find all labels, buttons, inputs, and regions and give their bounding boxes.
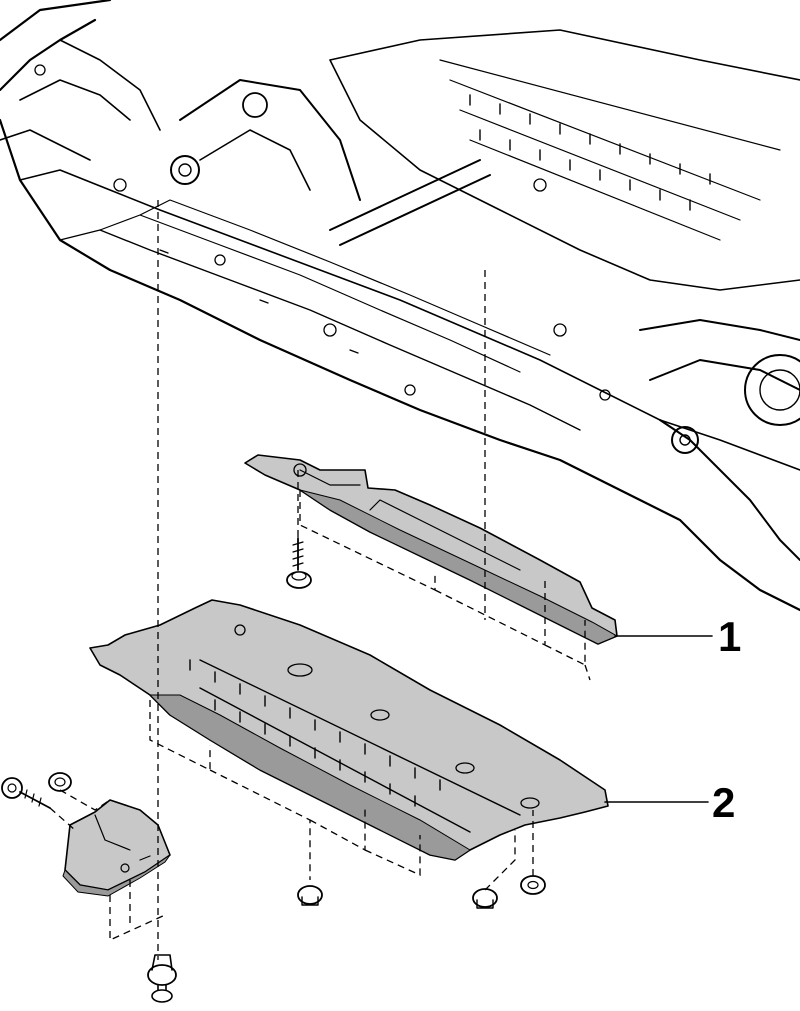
clip-nut — [297, 885, 323, 906]
nut — [48, 772, 72, 792]
screw-with-washer — [1, 777, 51, 809]
callout-number-1: 1 — [718, 613, 741, 660]
push-rivet — [147, 954, 177, 1003]
vehicle-underbody — [0, 0, 800, 612]
part-2-rear-underbody-panel — [89, 599, 609, 909]
callout-number-2: 2 — [712, 779, 735, 826]
clip-nut — [520, 875, 546, 895]
callout-2: 2 — [604, 779, 735, 826]
callout-1: 1 — [614, 613, 741, 660]
part-1-front-underbody-shield — [244, 454, 619, 645]
clip-nut — [472, 888, 498, 909]
screw-part-1 — [286, 537, 312, 589]
assembly-guide-lines — [49, 200, 591, 960]
mounting-bracket — [1, 772, 177, 1003]
